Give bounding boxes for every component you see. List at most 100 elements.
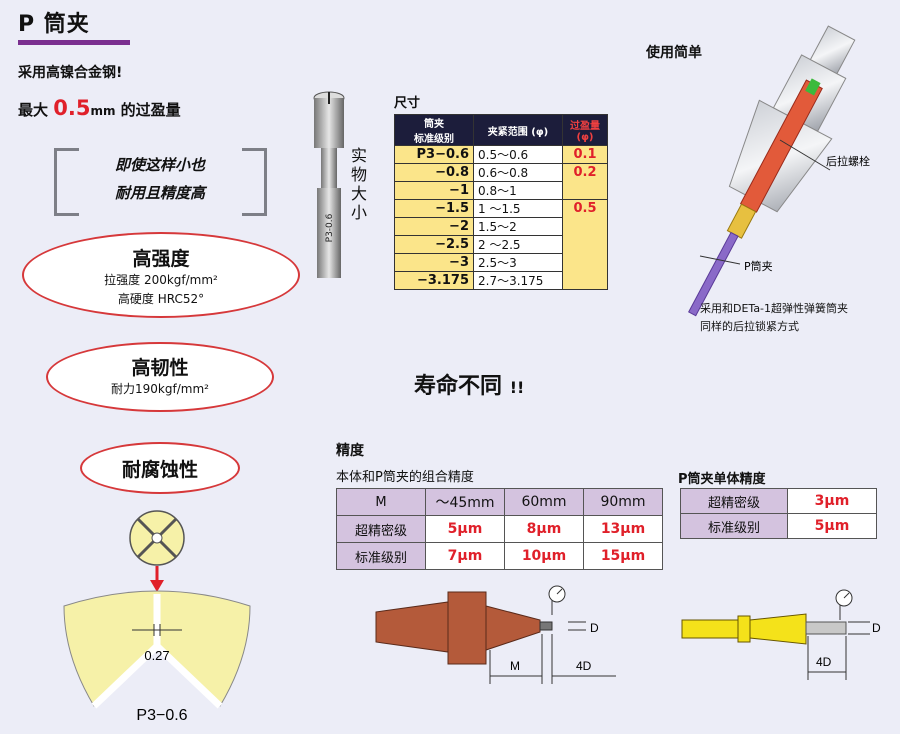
- toughness-title: 高韧性: [131, 357, 189, 379]
- usage-title: 使用简单: [646, 45, 702, 61]
- dim-range: 0.6〜0.8: [473, 163, 563, 182]
- accuracy-value: 15μm: [583, 542, 663, 570]
- dim-range: 2.7〜3.175: [473, 271, 563, 290]
- collet-engraving: P3-0.6: [325, 213, 335, 242]
- dim-over: 0.2: [562, 163, 608, 182]
- quote-line-1: 即使这样小也: [114, 156, 205, 174]
- single-row-label: 超精密级: [680, 488, 788, 514]
- dim-range: 0.8〜1: [473, 181, 563, 200]
- accuracy-header: M: [336, 488, 426, 516]
- 4d-label-2: 4D: [816, 655, 832, 669]
- dim-size: −1.5: [394, 199, 474, 218]
- toughness-endurance: 耐力190kgf/mm²: [111, 382, 209, 396]
- collet-end-icon: [129, 510, 185, 566]
- accuracy-subtitle: 本体和P筒夹的组合精度: [336, 470, 474, 485]
- dimension-header-row: 筒夹标准级别 夹紧范围 (φ) 过盈量(φ): [394, 114, 608, 146]
- section-caption: P3−0.6: [136, 707, 187, 724]
- single-value: 3μm: [787, 488, 877, 514]
- dim-over: [562, 217, 608, 236]
- single-accuracy-title: P筒夹单体精度: [678, 472, 766, 487]
- accuracy-value: 7μm: [425, 542, 505, 570]
- right-bracket: [242, 148, 267, 216]
- table-row: 超精密级 3μm: [680, 488, 877, 514]
- dim-size: −0.8: [394, 163, 474, 182]
- strength-tensile: 拉强度 200kgf/mm²: [104, 273, 218, 287]
- dim-size: −2.5: [394, 235, 474, 254]
- dim-header-range: 夹紧范围 (φ): [473, 114, 563, 146]
- dim-size: P3−0.6: [394, 145, 474, 164]
- single-row-label: 标准级别: [680, 513, 788, 539]
- accuracy-table: M 〜45mm 60mm 90mm 超精密级 5μm 8μm 13μm 标准级别…: [336, 488, 663, 570]
- strength-hardness: 高硬度 HRC52°: [117, 292, 205, 306]
- corrosion-ellipse: 耐腐蚀性: [80, 442, 240, 494]
- dim-size: −2: [394, 217, 474, 236]
- usage-caption-1: 采用和DETa-1超弹性弹簧筒夹: [700, 302, 849, 315]
- d-label-2: D: [872, 621, 881, 635]
- title-underline: [18, 40, 130, 45]
- usage-caption-2: 同样的后拉锁紧方式: [700, 320, 799, 333]
- actual-size-label: 实物大小: [350, 146, 367, 222]
- holder-illustration: 后拉螺栓 P筒夹: [688, 25, 870, 317]
- accuracy-value: 13μm: [583, 515, 663, 543]
- dim-range: 2 〜2.5: [473, 235, 563, 254]
- accuracy-header: 60mm: [504, 488, 584, 516]
- dim-over: [562, 253, 608, 272]
- gap-label: 0.27: [144, 648, 169, 663]
- dim-over: [562, 271, 608, 290]
- dim-header-size: 筒夹标准级别: [394, 114, 474, 146]
- collet-measurement-diagram: D 4D: [681, 589, 881, 680]
- dim-over: 0.5: [562, 199, 608, 218]
- toughness-ellipse: 高韧性 耐力190kgf/mm²: [46, 342, 274, 412]
- dim-over: [562, 235, 608, 254]
- accuracy-title: 精度: [336, 443, 364, 459]
- d-label: D: [590, 621, 599, 635]
- accuracy-value: 8μm: [504, 515, 584, 543]
- dim-header-over: 过盈量(φ): [562, 114, 608, 146]
- 4d-label: 4D: [576, 659, 592, 673]
- life-text: 寿命不同 !!: [414, 374, 525, 399]
- corrosion-title: 耐腐蚀性: [121, 459, 198, 481]
- collet-section-diagram: 0.27 P3−0.6: [63, 510, 251, 724]
- table-row: 标准级别 5μm: [680, 513, 877, 539]
- table-row: 超精密级 5μm 8μm 13μm: [336, 515, 663, 543]
- accuracy-header: 〜45mm: [425, 488, 505, 516]
- accuracy-value: 5μm: [425, 515, 505, 543]
- dim-over: [562, 181, 608, 200]
- material-text: 采用高镍合金钢!: [18, 65, 123, 81]
- dim-size: −3.175: [394, 271, 474, 290]
- dim-range: 1.5〜2: [473, 217, 563, 236]
- single-accuracy-table: 超精密级 3μm 标准级别 5μm: [680, 488, 877, 539]
- table-row: 标准级别 7μm 10μm 15μm: [336, 542, 663, 570]
- accuracy-value: 10μm: [504, 542, 584, 570]
- max-interference-text: 最大 0.5mm 的过盈量: [18, 96, 181, 120]
- page-title: P 筒夹: [18, 12, 90, 37]
- dim-size: −1: [394, 181, 474, 200]
- collet-photo: P3-0.6: [313, 91, 345, 278]
- accuracy-row-label: 标准级别: [336, 542, 426, 570]
- accuracy-row-label: 超精密级: [336, 515, 426, 543]
- collet-section: 0.27: [63, 590, 251, 709]
- single-value: 5μm: [787, 513, 877, 539]
- m-label: M: [510, 659, 520, 673]
- collet-label: P筒夹: [744, 259, 773, 273]
- dim-size: −3: [394, 253, 474, 272]
- holder-measurement-diagram: D M 4D: [375, 585, 616, 684]
- dim-over: 0.1: [562, 145, 608, 164]
- dimension-title: 尺寸: [394, 96, 421, 111]
- dim-range: 2.5〜3: [473, 253, 563, 272]
- dim-range: 0.5〜0.6: [473, 145, 563, 164]
- accuracy-header-row: M 〜45mm 60mm 90mm: [336, 488, 663, 516]
- bolt-label: 后拉螺栓: [826, 154, 870, 168]
- strength-ellipse: 高强度 拉强度 200kgf/mm² 高硬度 HRC52°: [22, 232, 300, 318]
- arrow-down-icon: [150, 566, 164, 592]
- accuracy-header: 90mm: [583, 488, 663, 516]
